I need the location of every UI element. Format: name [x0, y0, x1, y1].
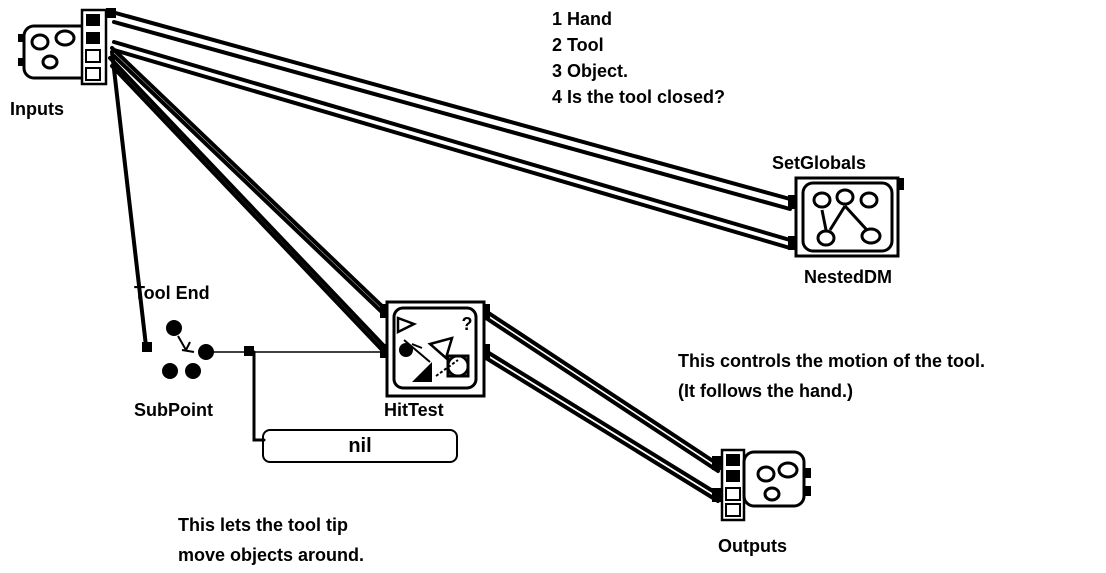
outputs-node[interactable] [712, 448, 811, 522]
outputs-label: Outputs [718, 536, 787, 556]
wire-inputs-subpoint [110, 50, 148, 348]
legend-item-hand: 1 Hand [552, 9, 613, 29]
tool-end-label: Tool End [134, 283, 210, 303]
subpoint-label: SubPoint [134, 400, 213, 420]
wire-subpoint-nil [252, 350, 266, 442]
inputs-label: Inputs [10, 99, 64, 119]
motion-note-line-2: (It follows the hand.) [678, 381, 853, 401]
wire-hittest-outputs-1 [482, 308, 720, 473]
hittest-badge: ? [462, 314, 473, 334]
wire-inputs-hittest-1 [110, 46, 388, 318]
input-legend: 1 Hand 2 Tool 3 Object. 4 Is the tool cl… [552, 6, 725, 110]
subpoint-node[interactable] [142, 320, 254, 379]
nil-value-field[interactable]: nil [262, 429, 458, 463]
tip-note-line-2: move objects around. [178, 545, 365, 565]
legend-item-object: 3 Object. [552, 61, 629, 81]
wire-hittest-outputs-2 [482, 348, 720, 503]
tip-note-line-1: This lets the tool tip [178, 515, 348, 535]
wire-inputs-hittest-2 [108, 56, 388, 356]
motion-note-line-1: This controls the motion of the tool. [678, 351, 985, 371]
tip-note: This lets the tool tip move objects arou… [178, 510, 364, 570]
nested-dm-node[interactable] [788, 176, 904, 258]
legend-item-tool: 2 Tool [552, 35, 604, 55]
nesteddm-label: NestedDM [804, 267, 893, 287]
wire-inputs-setglobals [110, 10, 792, 211]
inputs-node[interactable] [18, 8, 116, 86]
hittest-node[interactable]: ? [380, 300, 490, 398]
hittest-label: HitTest [384, 400, 444, 420]
setglobals-label: SetGlobals [772, 153, 867, 173]
legend-item-tool-closed: 4 Is the tool closed? [552, 87, 726, 107]
motion-note: This controls the motion of the tool. (I… [678, 346, 985, 406]
wire-inputs-nesteddm [112, 40, 792, 250]
